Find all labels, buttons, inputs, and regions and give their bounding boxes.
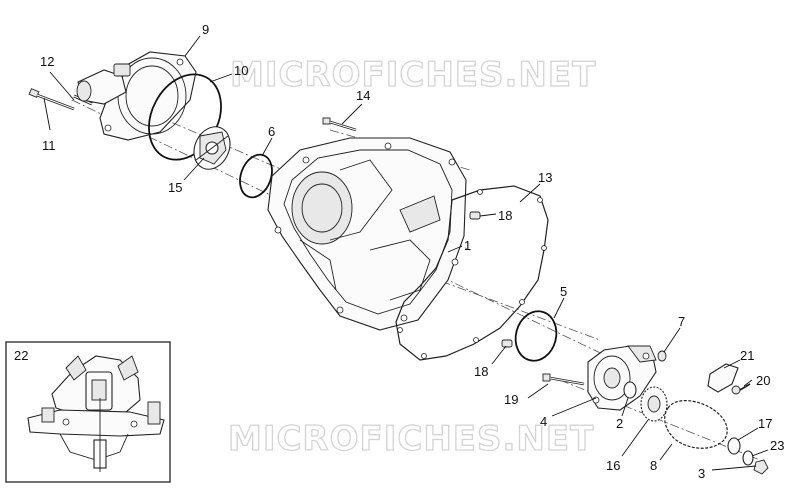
dowel-pin-18-lower[interactable]: [501, 339, 513, 348]
oil-pump-4[interactable]: [587, 345, 657, 411]
watermark-bottom: MICROFICHES.NET: [228, 419, 594, 459]
watermark-top: MICROFICHES.NET: [230, 55, 596, 95]
water-pump-cover-9[interactable]: [76, 51, 197, 141]
callout-21: 21: [740, 348, 754, 363]
callout-11: 11: [42, 138, 56, 153]
sprocket-16[interactable]: [640, 386, 668, 422]
inset-box-22: 22: [5, 341, 171, 483]
gasket-13[interactable]: [395, 185, 549, 361]
callout-20: 20: [756, 373, 770, 388]
washer-2[interactable]: [623, 381, 637, 399]
o-ring-5[interactable]: [510, 307, 562, 366]
bolt-19[interactable]: [542, 373, 585, 386]
washer-23[interactable]: [742, 450, 754, 466]
impeller-15[interactable]: [187, 121, 236, 175]
callout-2: 2: [616, 416, 623, 431]
callout-6: 6: [268, 124, 275, 139]
screw-20[interactable]: [731, 383, 751, 395]
callout-18-lower: 18: [474, 364, 488, 379]
callout-5: 5: [560, 284, 567, 299]
callout-14: 14: [356, 88, 370, 103]
inset-label: 22: [14, 348, 28, 363]
callout-19: 19: [504, 392, 518, 407]
callout-18-upper: 18: [498, 208, 512, 223]
callout-17: 17: [758, 416, 772, 431]
callout-labels: 9 10 12 11 14 6 15 13 18 1 5 7 18 21 20 …: [40, 22, 784, 481]
callout-1: 1: [464, 238, 471, 253]
callout-12: 12: [40, 54, 54, 69]
pin-7[interactable]: [657, 350, 667, 362]
callout-8: 8: [650, 458, 657, 473]
callout-23: 23: [770, 438, 784, 453]
inset-pump-assembly[interactable]: [27, 355, 165, 472]
callout-10: 10: [234, 63, 248, 78]
leader-lines: [43, 35, 769, 471]
bolt-11[interactable]: [28, 88, 75, 111]
washer-17[interactable]: [727, 437, 741, 455]
gasket-13-holes: [397, 189, 547, 359]
callout-3: 3: [698, 466, 705, 481]
callout-13: 13: [538, 170, 552, 185]
callout-16: 16: [606, 458, 620, 473]
chain-tensioner-21[interactable]: [707, 363, 739, 393]
bolt-14[interactable]: [322, 117, 357, 132]
dowel-pin-18-upper[interactable]: [469, 211, 481, 220]
callout-15: 15: [168, 180, 182, 195]
nut-3[interactable]: [753, 459, 769, 475]
o-ring-6[interactable]: [234, 150, 277, 202]
callout-7: 7: [678, 314, 685, 329]
crankcase-cover-1[interactable]: [267, 137, 467, 331]
callout-4: 4: [540, 414, 547, 429]
chain-8[interactable]: [664, 400, 728, 449]
callout-9: 9: [202, 22, 209, 37]
